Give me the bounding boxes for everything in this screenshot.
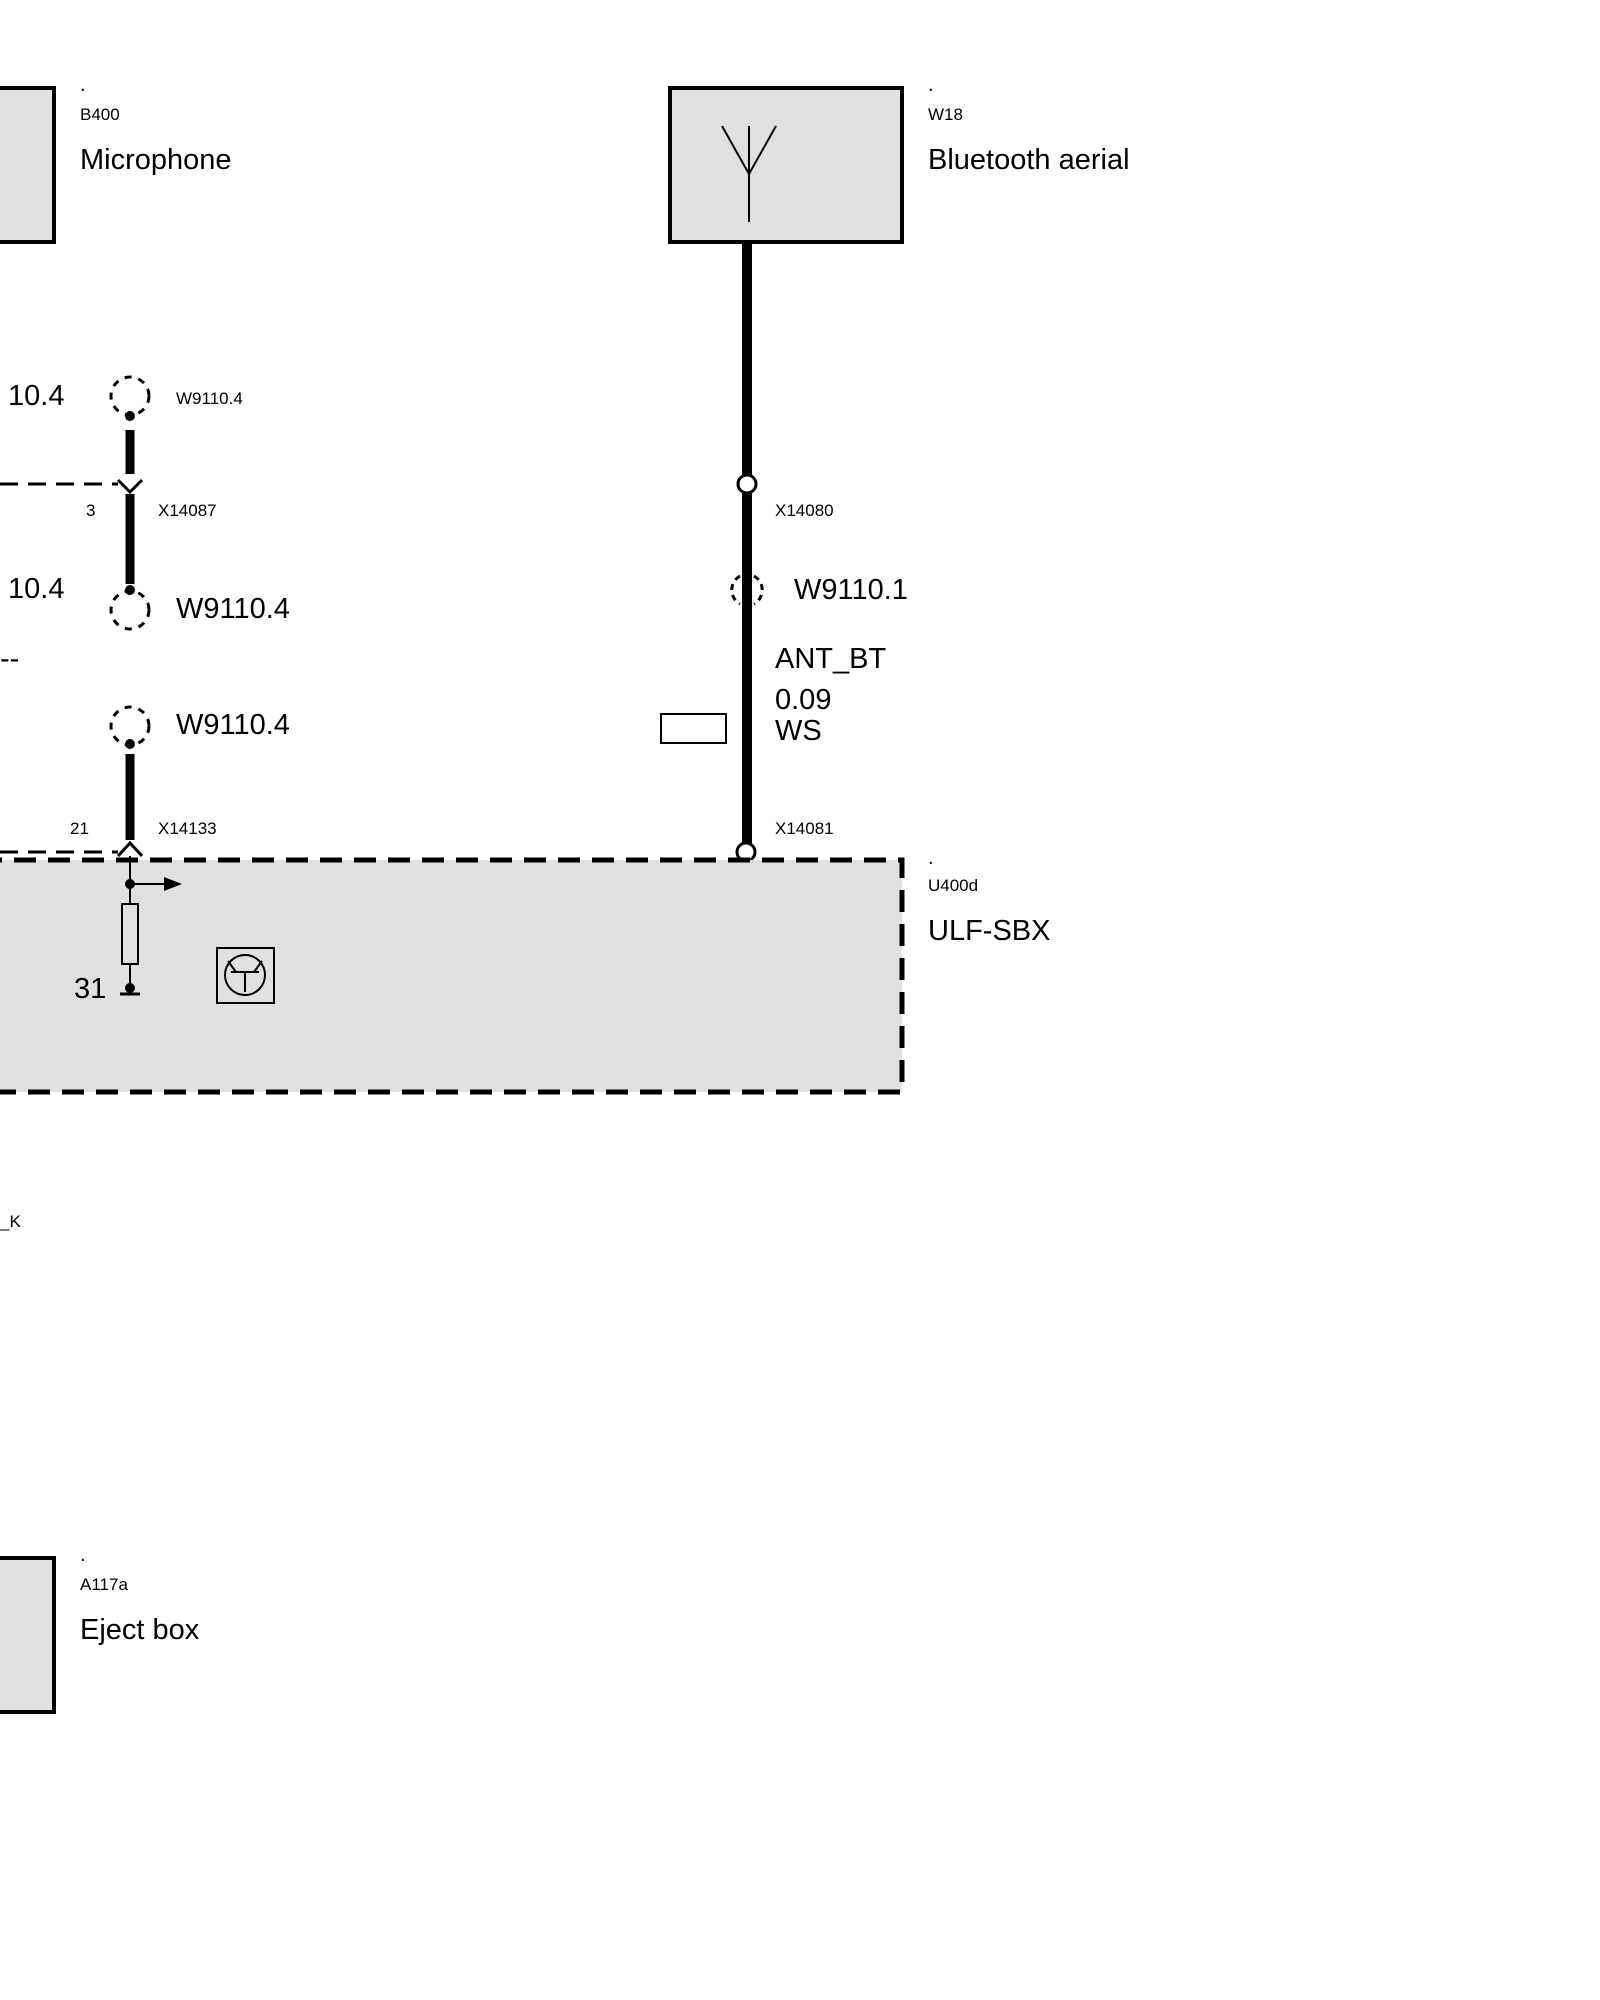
antenna-cross-section: 0.09: [775, 684, 831, 716]
connector-x14080-label: X14080: [775, 501, 834, 520]
microphone-name: Microphone: [80, 144, 232, 176]
wire-group-x14087: 10.4 W9110.4 3 X14087 W9110.4 10.4 --: [0, 375, 290, 675]
ulf-sbx-component: . U400d ULF-SBX 31: [0, 847, 1050, 1095]
shield-label-middle: W9110.4: [176, 593, 290, 625]
antenna-wire: X14080 W9110.1 ANT_BT 0.09 WS X14081: [660, 242, 908, 863]
bluetooth-aerial-dot: .: [928, 74, 934, 96]
eject-box-name: Eject box: [80, 1614, 200, 1646]
shield-icon: [109, 589, 151, 631]
microphone-code: B400: [80, 105, 120, 124]
ulf-sbx-code: U400d: [928, 876, 978, 895]
connector-x14133-pin: 21: [70, 819, 89, 838]
antenna-symbol-icon: [721, 125, 777, 222]
eject-box-box: [0, 1556, 56, 1714]
ulf-sbx-dot: .: [928, 847, 934, 869]
microphone-box: [0, 86, 56, 244]
eject-box-code: A117a: [80, 1575, 128, 1594]
wire-label-lower: 10.4: [8, 573, 64, 605]
connector-x14133-label: X14133: [158, 819, 217, 838]
bluetooth-aerial-name: Bluetooth aerial: [928, 144, 1130, 176]
ulf-sbx-box: [0, 857, 905, 1095]
wire-marker-box: [660, 713, 727, 744]
bluetooth-aerial-box: [668, 86, 904, 244]
bluetooth-aerial-code: W18: [928, 105, 963, 124]
microphone-component: . B400 Microphone: [0, 74, 232, 244]
transistor-icon: [216, 947, 275, 1004]
ulf-sbx-name: ULF-SBX: [928, 915, 1050, 947]
eject-box-dot: .: [80, 1544, 86, 1566]
wire-group-x14133: W9110.4 21 X14133: [0, 705, 290, 858]
cut-wire-label: _K: [0, 1212, 21, 1231]
eject-box-component: . A117a Eject box: [0, 1544, 200, 1714]
junction-dot: [125, 983, 135, 993]
shield-label-upper-small: W9110.4: [176, 389, 243, 408]
shield-icon: [109, 375, 151, 417]
wire-end-dot: [125, 411, 135, 421]
wire-label-upper: 10.4: [8, 380, 64, 412]
antenna-signal-name: ANT_BT: [775, 643, 886, 675]
connector-x14087-fork: [116, 478, 144, 495]
shield-label-antenna: W9110.1: [794, 574, 908, 606]
resistor-icon: [121, 903, 139, 965]
connector-x14080-pin: [736, 473, 758, 495]
connector-x14133-fork: [116, 840, 144, 858]
connector-x14081-label: X14081: [775, 819, 834, 838]
arrow-right-icon: [130, 877, 182, 891]
wire-end-dot: [125, 739, 135, 749]
microphone-dot: .: [80, 74, 86, 96]
antenna-color-code: WS: [775, 715, 822, 747]
shield-icon: [730, 574, 764, 606]
wire-dashes: --: [0, 643, 19, 675]
connector-x14087-label: X14087: [158, 501, 217, 520]
connector-x14087-pin: 3: [86, 501, 95, 520]
shield-label-lower: W9110.4: [176, 709, 290, 741]
bluetooth-aerial-component: . W18 Bluetooth aerial: [668, 74, 1130, 244]
ground-label: 31: [74, 973, 106, 1005]
